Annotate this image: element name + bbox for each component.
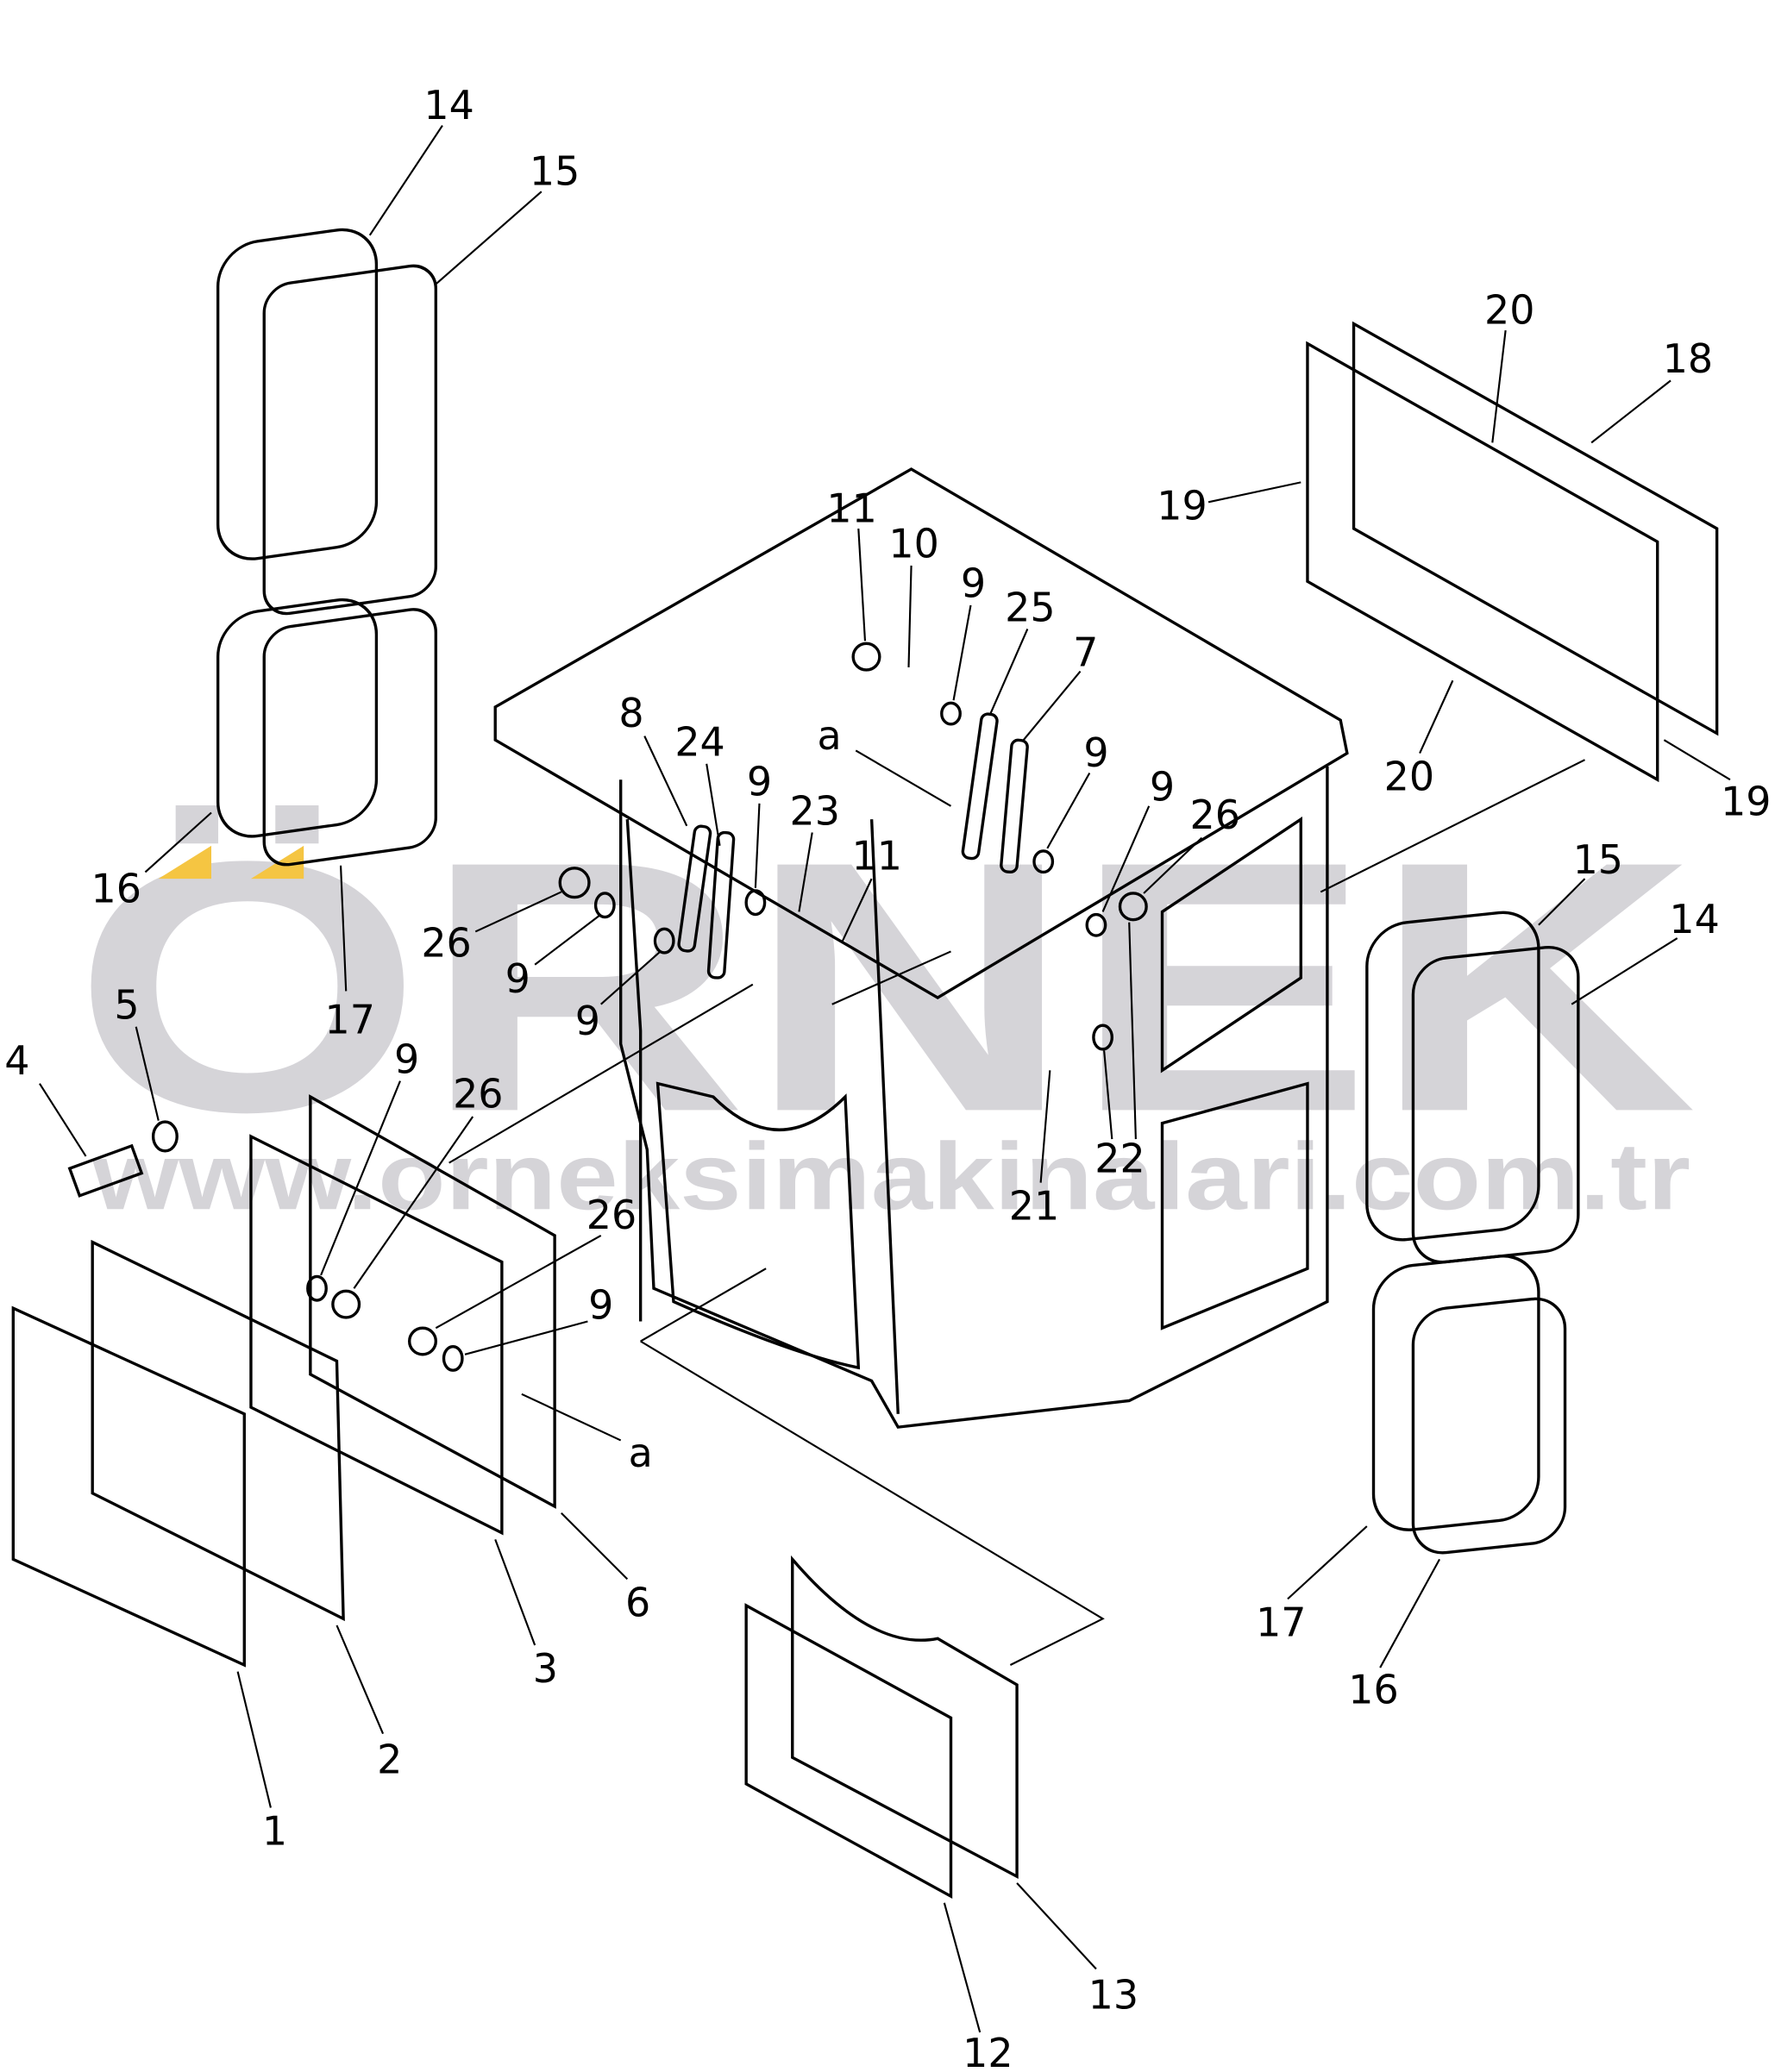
- callout-2: 2: [377, 1737, 402, 1783]
- callout-14: 14: [423, 82, 474, 128]
- callout-20: 20: [1384, 753, 1434, 799]
- callout-26: 26: [1190, 792, 1240, 838]
- hardware: [67, 642, 1148, 1372]
- callout-10: 10: [888, 521, 938, 567]
- callout-26: 26: [453, 1070, 503, 1117]
- callout-18: 18: [1663, 335, 1713, 382]
- callout-9: 9: [588, 1281, 613, 1328]
- window-parts: [11, 228, 1719, 1900]
- callout-15: 15: [530, 148, 580, 195]
- callout-9: 9: [1150, 764, 1175, 811]
- callout-21: 21: [1009, 1183, 1059, 1230]
- callout-1: 1: [262, 1807, 287, 1854]
- callout-23: 23: [790, 787, 840, 834]
- callout-14: 14: [1669, 896, 1719, 942]
- callout-9: 9: [575, 998, 600, 1044]
- callout-19: 19: [1157, 482, 1207, 529]
- callout-9: 9: [747, 759, 772, 805]
- callout-12: 12: [963, 2030, 1013, 2072]
- callout-26: 26: [586, 1192, 637, 1238]
- leader-lines: [39, 124, 1731, 2033]
- callout-a: a: [818, 712, 842, 759]
- callout-24: 24: [674, 719, 724, 766]
- callout-11: 11: [852, 832, 902, 879]
- callout-8: 8: [618, 690, 643, 736]
- callout-20: 20: [1484, 286, 1534, 333]
- callout-7: 7: [1073, 629, 1098, 675]
- callout-13: 13: [1088, 1971, 1138, 2018]
- callout-9: 9: [1083, 729, 1108, 776]
- watermark-accent: [158, 845, 211, 880]
- callout-9: 9: [961, 560, 986, 607]
- callout-15: 15: [1573, 836, 1623, 883]
- cab-frame: [448, 467, 1585, 1666]
- callout-3: 3: [533, 1645, 558, 1692]
- callout-22: 22: [1094, 1135, 1145, 1181]
- callout-19: 19: [1721, 779, 1771, 825]
- callout-26: 26: [421, 920, 471, 967]
- callout-a: a: [629, 1430, 653, 1476]
- callout-4: 4: [4, 1037, 29, 1084]
- callout-6: 6: [625, 1579, 650, 1625]
- watermark-url: www.orneksimakinalari.com.tr: [91, 1124, 1690, 1230]
- callout-9: 9: [505, 955, 530, 1002]
- callout-labels: 141520181911109257a824923119926201916151…: [4, 82, 1771, 2072]
- callout-25: 25: [1005, 584, 1055, 630]
- callout-11: 11: [826, 485, 876, 531]
- callout-16: 16: [1348, 1666, 1398, 1712]
- callout-5: 5: [114, 982, 139, 1029]
- callout-9: 9: [394, 1036, 419, 1082]
- callout-17: 17: [1256, 1599, 1306, 1645]
- callout-17: 17: [325, 996, 375, 1042]
- callout-16: 16: [91, 866, 141, 912]
